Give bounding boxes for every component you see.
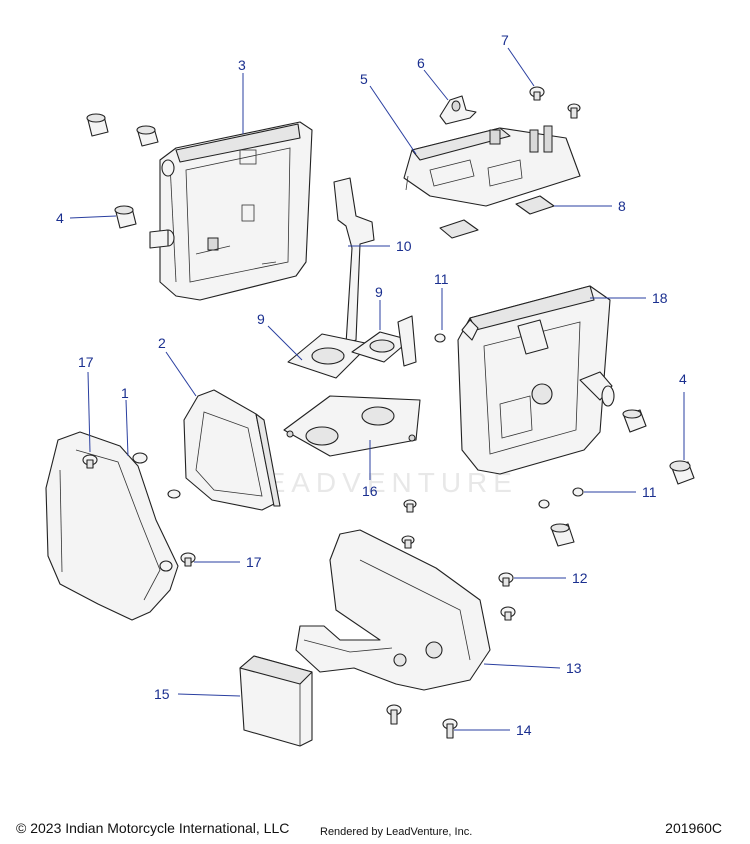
callout-4-left: 4 bbox=[56, 210, 64, 226]
callout-8: 8 bbox=[618, 198, 626, 214]
part-15-module bbox=[239, 655, 313, 747]
part-8-pads bbox=[439, 195, 555, 239]
callout-4-right: 4 bbox=[679, 371, 687, 387]
callout-2: 2 bbox=[158, 335, 166, 351]
callout-7: 7 bbox=[501, 32, 509, 48]
part-4-grommets-right bbox=[550, 409, 695, 547]
callout-12: 12 bbox=[572, 570, 588, 586]
callout-1: 1 bbox=[121, 385, 129, 401]
callout-13: 13 bbox=[566, 660, 582, 676]
callout-6: 6 bbox=[417, 55, 425, 71]
part-14-bolts bbox=[386, 704, 458, 739]
callout-17-top: 17 bbox=[78, 354, 94, 370]
leader-lines bbox=[69, 47, 685, 731]
part-13-lower-bracket bbox=[295, 529, 491, 691]
part-18-tray bbox=[457, 285, 615, 475]
callout-11-right: 11 bbox=[642, 484, 657, 500]
callout-17-bottom: 17 bbox=[246, 554, 262, 570]
part-3-bracket bbox=[149, 121, 313, 301]
part-11-screws bbox=[434, 333, 584, 509]
callout-18: 18 bbox=[652, 290, 668, 306]
part-16-base-plate bbox=[283, 395, 421, 457]
part-17-screws bbox=[82, 452, 196, 567]
callout-9-left: 9 bbox=[257, 311, 265, 327]
part-7-screws bbox=[529, 86, 581, 119]
copyright-text: © 2023 Indian Motorcycle International, … bbox=[16, 820, 290, 836]
part-6-clip bbox=[439, 95, 477, 125]
part-12-screws bbox=[401, 499, 516, 621]
callout-5: 5 bbox=[360, 71, 368, 87]
watermark: LEADVENTURE bbox=[245, 467, 518, 498]
part-2-cover bbox=[183, 389, 281, 511]
part-9-gaskets bbox=[287, 315, 417, 379]
part-10-strap bbox=[333, 177, 375, 345]
part-4-grommets-left bbox=[86, 113, 159, 229]
part-1-side-cover bbox=[45, 431, 179, 621]
callout-14: 14 bbox=[516, 722, 532, 738]
rendered-by-text: Rendered by LeadVenture, Inc. bbox=[320, 826, 473, 838]
callout-3: 3 bbox=[238, 57, 246, 73]
callout-9-right: 9 bbox=[375, 284, 383, 300]
callout-11-top: 11 bbox=[434, 271, 449, 287]
callout-16: 16 bbox=[362, 483, 378, 499]
part-5-module-bracket bbox=[403, 125, 581, 207]
callout-15: 15 bbox=[154, 686, 170, 702]
diagram-number: 201960C bbox=[665, 820, 722, 836]
callout-10: 10 bbox=[396, 238, 412, 254]
callout-numbers: 3 4 5 6 7 8 9 9 10 11 11 12 13 14 15 16 … bbox=[56, 32, 687, 738]
